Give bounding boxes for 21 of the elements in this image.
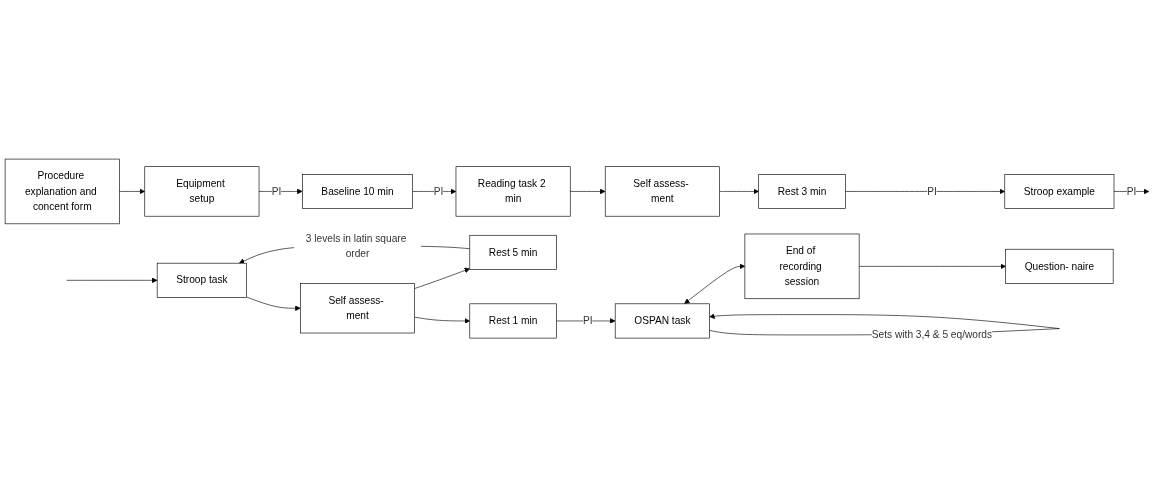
node-box: OSPAN task xyxy=(614,303,710,339)
node-box: Rest 1 min xyxy=(469,303,557,339)
node-box: Rest 3 min xyxy=(758,173,846,209)
node-box: Reading task 2 min xyxy=(455,166,571,217)
node-box: Rest 5 min xyxy=(469,234,557,270)
edge-label: PI xyxy=(927,185,937,197)
node-box: Baseline 10 min xyxy=(302,173,413,209)
node-box: Self assess- ment xyxy=(300,282,415,333)
node-box: Procedure explanation and concent form xyxy=(4,158,120,224)
edge-label: PI xyxy=(1126,185,1137,197)
node-box: Self assess- ment xyxy=(604,166,720,217)
node-box: Question- naire xyxy=(1005,248,1114,284)
node-box: Equipment setup xyxy=(144,166,260,217)
node-box: End of recording session xyxy=(744,233,860,299)
node-box: Stroop task xyxy=(156,262,247,298)
edge-label: PI xyxy=(271,185,282,197)
edge-label: PI xyxy=(582,314,593,326)
edge-label: PI xyxy=(433,185,444,197)
edge-label: Sets with 3,4 & 5 eq/words xyxy=(871,328,993,340)
edge-label: 3 levels in latin square order xyxy=(305,232,407,259)
node-box: Stroop example xyxy=(1004,173,1115,209)
